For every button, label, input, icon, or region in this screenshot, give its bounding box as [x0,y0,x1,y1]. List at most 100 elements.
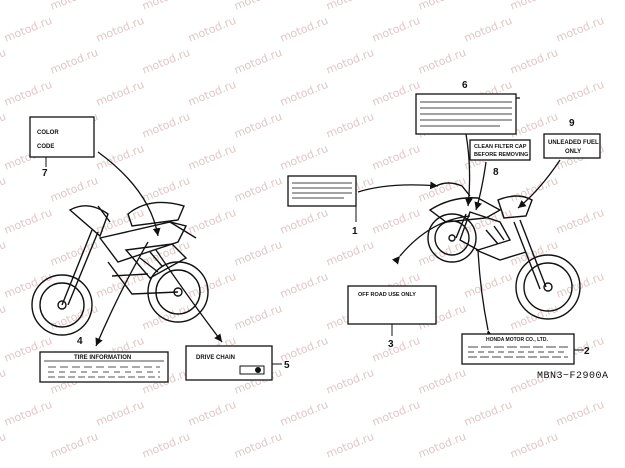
watermark-text: motod.ru [94,78,146,109]
watermark-text: motod.ru [0,110,8,141]
watermark-text: motod.ru [140,0,192,13]
watermark-text: motod.ru [232,430,284,461]
watermark-text: motod.ru [140,110,192,141]
watermark-text: motod.ru [140,302,192,333]
watermark-text: motod.ru [554,14,606,45]
callout-6: 6 [462,80,468,91]
callout-5: 5 [284,360,290,371]
watermark-text: motod.ru [0,0,8,13]
callout-9: 9 [569,118,575,129]
watermark-text: motod.ru [94,398,146,429]
color-code-text-1: COLOR [37,130,59,136]
honda-motor-label: HONDA MOTOR CO., LTD. [461,333,575,365]
watermark-text: motod.ru [0,430,8,461]
unleaded-fuel-text-1: UNLEADED FUEL [548,140,599,146]
watermark-text: motod.ru [0,46,8,77]
watermark-text: motod.ru [416,0,468,13]
watermark-text: motod.ru [278,206,330,237]
watermark-text: motod.ru [278,142,330,173]
watermark-text: motod.ru [0,174,8,205]
color-code-text-2: CODE [37,144,54,150]
color-code-label: COLOR CODE [29,116,95,158]
watermark-text: motod.ru [278,270,330,301]
callout-3: 3 [388,339,394,350]
watermark-text: motod.ru [94,142,146,173]
watermark-text: motod.ru [2,78,54,109]
watermark-text: motod.ru [462,270,514,301]
watermark-text: motod.ru [324,238,376,269]
watermark-text: motod.ru [48,0,100,13]
watermark-text: motod.ru [324,430,376,461]
watermark-text: motod.ru [508,0,560,13]
watermark-text: motod.ru [140,174,192,205]
watermark-text: motod.ru [232,302,284,333]
watermark-text: motod.ru [2,270,54,301]
watermark-text: motod.ru [186,270,238,301]
watermark-text: motod.ru [416,366,468,397]
watermark-text: motod.ru [232,0,284,13]
watermark-text: motod.ru [140,430,192,461]
watermark-text: motod.ru [508,238,560,269]
watermark-text: motod.ru [554,78,606,109]
watermark-text: motod.ru [416,430,468,461]
motorcycle-right-view [427,182,581,320]
watermark-text: motod.ru [48,430,100,461]
off-road-text: OFF ROAD USE ONLY [358,292,416,298]
unleaded-fuel-text-2: ONLY [565,149,581,155]
watermark-text: motod.ru [554,398,606,429]
watermark-text: motod.ru [232,238,284,269]
motorcycle-left-view [31,201,209,336]
watermark-text: motod.ru [278,398,330,429]
watermark-text: motod.ru [324,46,376,77]
watermark-text: motod.ru [48,174,100,205]
watermark-text: motod.ru [416,174,468,205]
watermark-text: motod.ru [232,110,284,141]
callout-1: 1 [352,226,358,237]
callout-2: 2 [584,346,590,357]
watermark-text: motod.ru [508,174,560,205]
diagram-code: MBN3−F2900A [537,371,609,382]
watermark-text: motod.ru [462,398,514,429]
watermark-text: motod.ru [278,14,330,45]
watermark-text: motod.ru [324,366,376,397]
watermark-text: motod.ru [370,142,422,173]
off-road-use-label: OFF ROAD USE ONLY [347,285,437,325]
drive-chain-label: DRIVE CHAIN [185,345,273,381]
callout-7: 7 [42,168,48,179]
watermark-text: motod.ru [0,302,8,333]
callout-4: 4 [77,336,83,347]
watermark-text: motod.ru [324,110,376,141]
tire-information-label: TIRE INFORMATION [39,351,169,383]
tire-information-text: TIRE INFORMATION [74,355,131,361]
watermark-text: motod.ru [462,14,514,45]
watermark-text: motod.ru [370,334,422,365]
watermark-text: motod.ru [0,366,8,397]
watermark-text: motod.ru [48,238,100,269]
watermark-text: motod.ru [508,46,560,77]
watermark-text: motod.ru [186,206,238,237]
watermark-text: motod.ru [186,398,238,429]
watermark-text: motod.ru [48,46,100,77]
watermark-text: motod.ru [370,78,422,109]
watermark-text: motod.ru [370,398,422,429]
watermark-text: motod.ru [370,14,422,45]
watermark-text: motod.ru [508,430,560,461]
callout-8: 8 [493,167,499,178]
watermark-text: motod.ru [232,174,284,205]
watermark-text: motod.ru [2,14,54,45]
watermark-text: motod.ru [140,46,192,77]
watermark-text: motod.ru [278,78,330,109]
clean-filter-cap-label: CLEAN FILTER CAP BEFORE REMOVING [469,139,531,161]
honda-motor-text: HONDA MOTOR CO., LTD. [486,337,548,343]
watermark-text: motod.ru [324,0,376,13]
watermark-text: motod.ru [232,46,284,77]
watermark-text: motod.ru [554,206,606,237]
watermark-text: motod.ru [94,14,146,45]
watermark-text: motod.ru [0,238,8,269]
watermark-text: motod.ru [370,206,422,237]
watermark-text: motod.ru [416,46,468,77]
clean-filter-text-1: CLEAN FILTER CAP [474,144,527,150]
watermark-text: motod.ru [2,398,54,429]
watermark-text: motod.ru [186,14,238,45]
